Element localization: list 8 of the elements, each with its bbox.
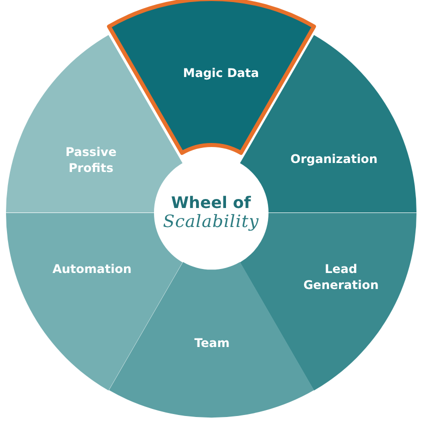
wheel-subtitle: Scalability: [162, 212, 259, 232]
segment-label: Lead Generation: [302, 260, 380, 294]
wheel-title: Wheel of: [171, 194, 251, 212]
segment-label: Magic Data: [182, 64, 260, 82]
segment-label: Organization: [289, 150, 379, 168]
segment-label: Team: [193, 334, 231, 352]
segment-label: Automation: [51, 260, 133, 278]
segment-label: Passive Profits: [64, 144, 118, 176]
